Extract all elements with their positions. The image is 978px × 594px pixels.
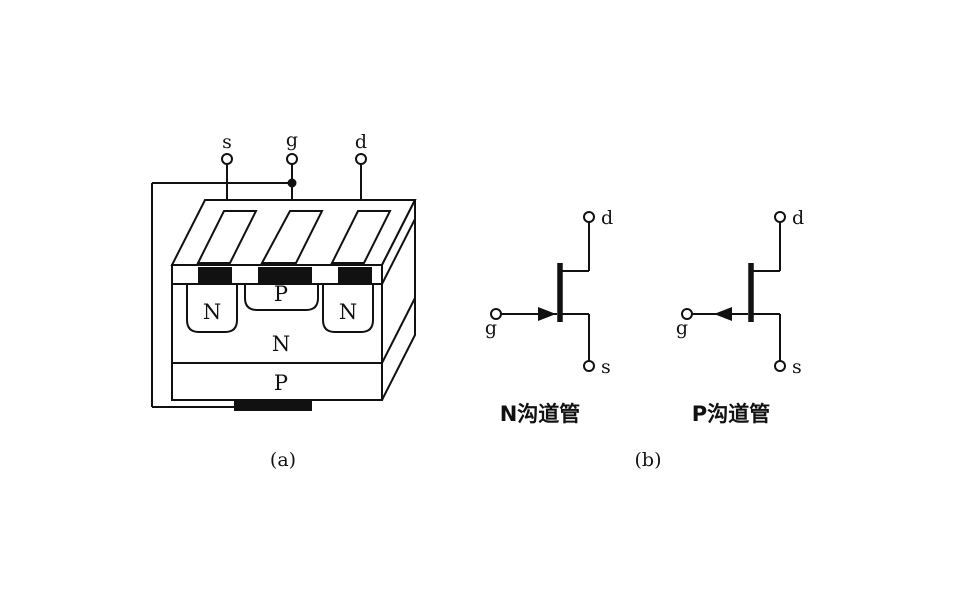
n-source-label: s bbox=[601, 356, 611, 378]
p-well-top bbox=[244, 284, 319, 311]
region-n-right-label: N bbox=[339, 300, 357, 324]
terminal-s-label: s bbox=[222, 131, 232, 153]
terminal-g-label: g bbox=[286, 129, 298, 151]
region-n-left-label: N bbox=[203, 300, 221, 324]
n-channel-caption: N沟道管 bbox=[500, 402, 581, 426]
n-well-right bbox=[322, 284, 374, 333]
terminal-s-node bbox=[221, 153, 233, 165]
electrode-stripe-d bbox=[330, 210, 392, 264]
p-channel-symbol: d s g P沟道管 bbox=[676, 207, 804, 426]
n-gate-label: g bbox=[485, 317, 497, 339]
region-n-body-label: N bbox=[272, 332, 290, 356]
wire-junction-dot bbox=[287, 178, 297, 188]
contact-s bbox=[198, 267, 232, 284]
p-drain-node bbox=[774, 211, 786, 223]
region-p-top-label: P bbox=[274, 282, 288, 306]
contact-substrate bbox=[234, 400, 312, 411]
n-drain-node bbox=[583, 211, 595, 223]
n-channel-symbol: d s g N沟道管 bbox=[485, 207, 613, 426]
p-gate-arrow-out-icon bbox=[714, 307, 732, 321]
panel-b-symbols: d s g N沟道管 d bbox=[485, 207, 804, 471]
terminal-d-label: d bbox=[355, 131, 367, 153]
n-well-left bbox=[186, 284, 238, 333]
electrode-stripe-s bbox=[196, 210, 258, 264]
terminal-d-node bbox=[355, 153, 367, 165]
terminal-g-node bbox=[286, 153, 298, 165]
contact-d bbox=[338, 267, 372, 284]
contact-g bbox=[258, 267, 312, 284]
substrate-boundary-side bbox=[381, 297, 416, 364]
panel-a-structure: s g d bbox=[151, 129, 417, 471]
electrode-stripe-g bbox=[260, 210, 324, 264]
region-p-substrate-label: P bbox=[274, 371, 288, 395]
n-source-node bbox=[583, 360, 595, 372]
n-gate-arrow-in-icon bbox=[538, 307, 556, 321]
panel-b-caption: (b) bbox=[635, 449, 662, 471]
p-channel-caption: P沟道管 bbox=[692, 402, 770, 426]
p-gate-label: g bbox=[676, 317, 688, 339]
p-source-label: s bbox=[792, 356, 802, 378]
p-drain-label: d bbox=[792, 207, 804, 229]
n-drain-label: d bbox=[601, 207, 613, 229]
panel-a-caption: (a) bbox=[270, 449, 296, 471]
p-source-node bbox=[774, 360, 786, 372]
oxide-layer-line-side bbox=[381, 218, 416, 285]
